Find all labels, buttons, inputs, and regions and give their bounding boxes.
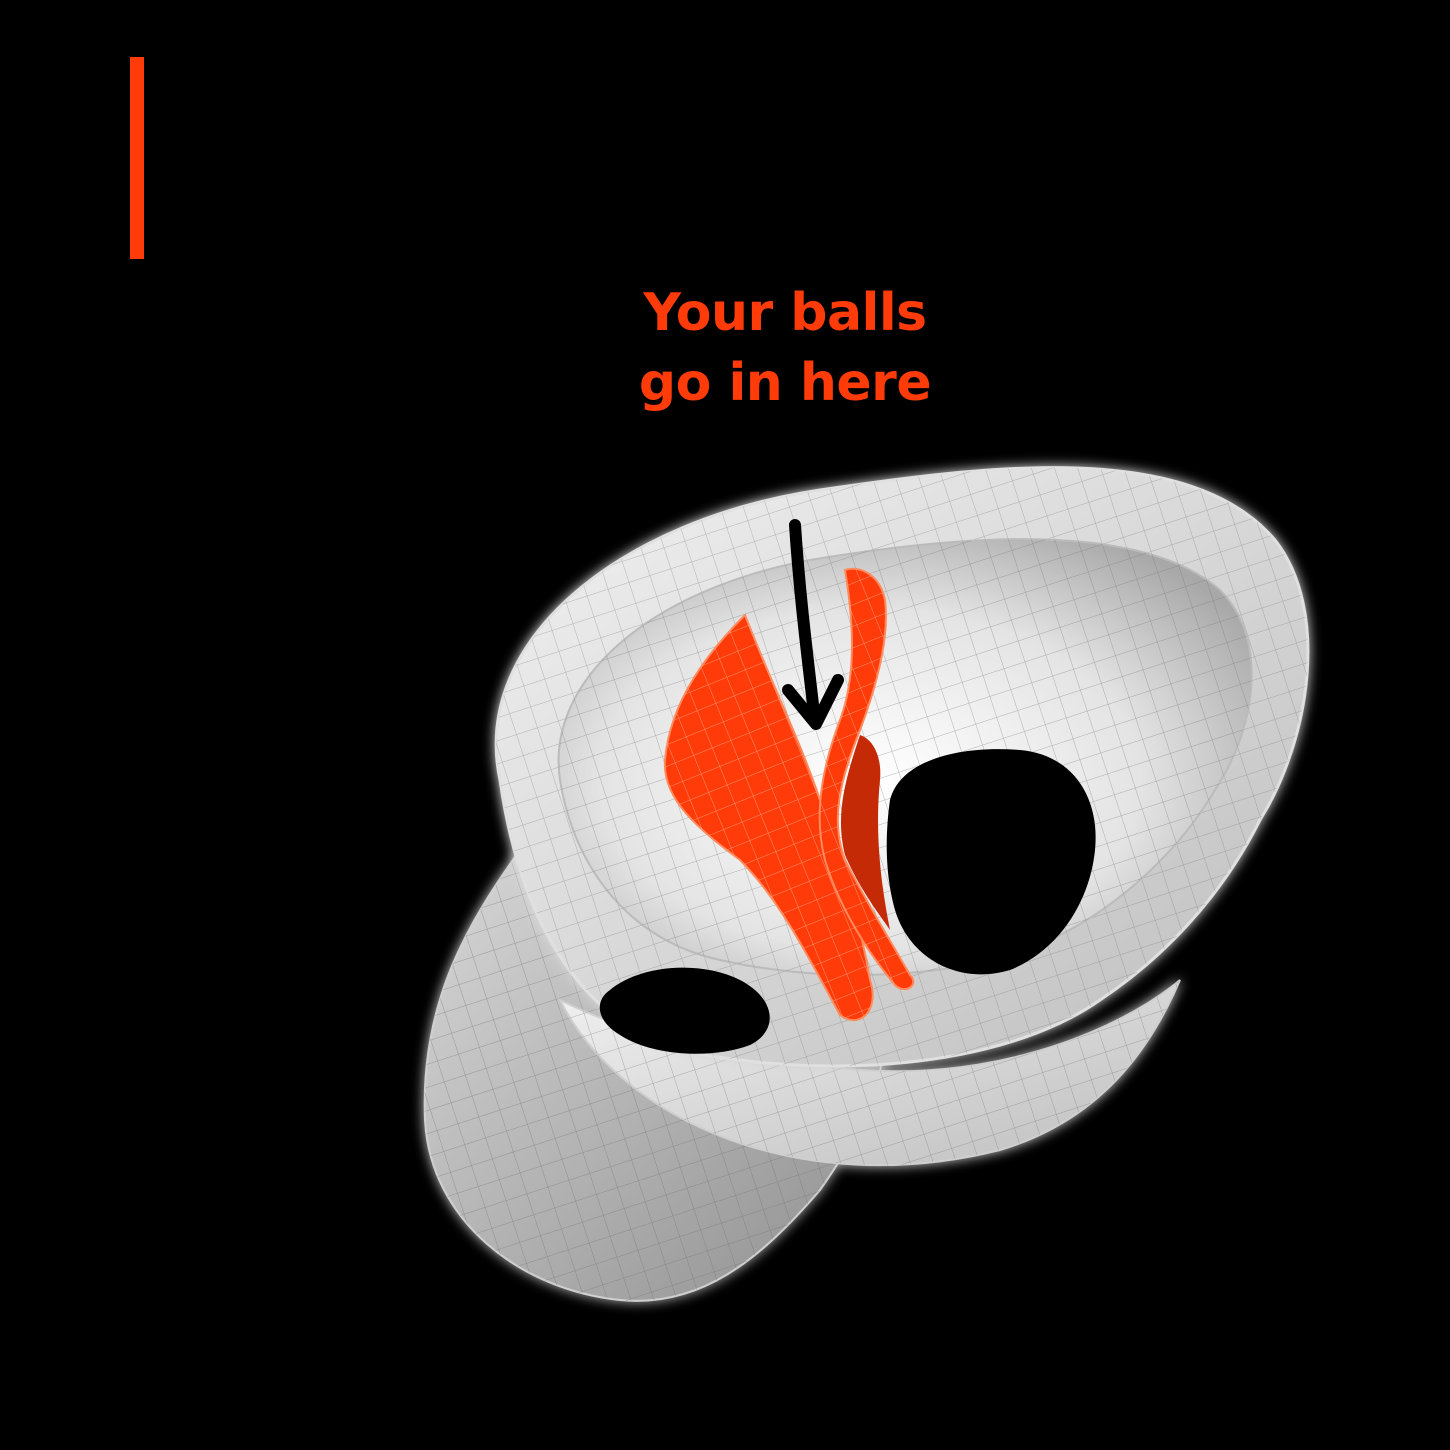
callout-line-1: Your balls: [643, 283, 927, 343]
arrow-down-icon: [782, 519, 844, 730]
accent-bar-icon: [130, 57, 144, 259]
leg-opening-left: [599, 967, 770, 1054]
callout-text: Your balls go in here: [600, 278, 970, 418]
callout-line-2: go in here: [638, 353, 932, 413]
pouch-panels: [663, 567, 915, 1021]
leg-opening-right: [886, 749, 1096, 975]
pouch-panel-inner: [840, 735, 890, 930]
